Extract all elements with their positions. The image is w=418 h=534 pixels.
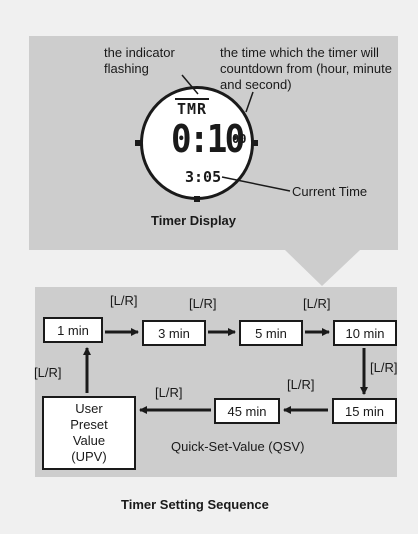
countdown-leader <box>245 91 254 113</box>
watch-face: TMR 0:10 00 3:05 <box>140 86 254 200</box>
current-time-annotation: Current Time <box>292 184 368 199</box>
step-3min: 3 min <box>142 320 206 346</box>
indicator-annotation: the indicator flashing <box>104 45 175 76</box>
tmr-indicator: TMR <box>175 98 210 118</box>
current-time-digits: 3:05 <box>185 168 222 186</box>
step-upv: User Preset Value (UPV) <box>42 396 136 470</box>
lr-label: [L/R] <box>370 360 398 375</box>
step-1min: 1 min <box>43 317 103 343</box>
watch-mark <box>194 196 200 202</box>
indicator-leader <box>181 74 199 95</box>
sequence-caption: Timer Setting Sequence <box>121 497 269 512</box>
lr-label: [L/R] <box>155 385 183 400</box>
lr-label: [L/R] <box>189 296 217 311</box>
lr-label: [L/R] <box>34 365 62 380</box>
watch-mark <box>252 140 258 146</box>
countdown-annotation: the time which the timer will countdown … <box>220 45 392 92</box>
step-15min: 15 min <box>332 398 397 424</box>
qsv-label: Quick-Set-Value (QSV) <box>171 439 305 454</box>
step-10min: 10 min <box>333 320 397 346</box>
step-5min: 5 min <box>239 320 303 346</box>
watch-mark <box>135 140 141 146</box>
lr-label: [L/R] <box>303 296 331 311</box>
current-time-leader <box>221 176 291 192</box>
countdown-digits: 0:10 <box>171 117 245 161</box>
lr-label: [L/R] <box>110 293 138 308</box>
step-45min: 45 min <box>214 398 280 424</box>
seconds-digits: 00 <box>232 132 247 146</box>
lr-label: [L/R] <box>287 377 315 392</box>
timer-display-caption: Timer Display <box>151 213 237 228</box>
